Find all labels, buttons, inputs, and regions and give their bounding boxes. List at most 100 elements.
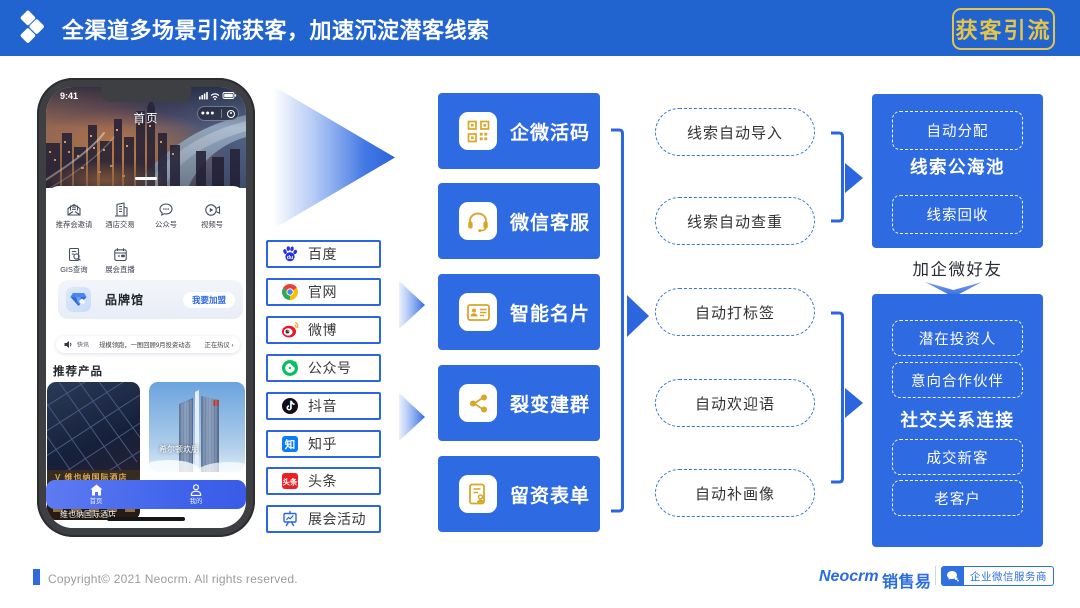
app-icon-row-1: 推荐会邀请 酒店交易 公众号 <box>51 200 241 230</box>
app-icon-row-2: GIS查询 展会直播 <box>51 245 241 275</box>
channel-wechat-oa[interactable]: 公众号 <box>266 354 381 382</box>
brand-hall-card[interactable]: 品牌馆 我要加盟 <box>58 280 243 319</box>
bracket-relations-arrow <box>845 388 863 418</box>
speaker-icon <box>64 341 72 348</box>
wecom-badge: 企业微信服务商 <box>941 566 1054 586</box>
app-icon-official-account[interactable]: 公众号 <box>143 200 189 230</box>
app-icon-video-channel[interactable]: 视频号 <box>189 200 235 230</box>
weibo-icon <box>281 321 299 339</box>
feature-qr-code[interactable]: 企微活码 <box>438 93 600 169</box>
chevron-arrow-2 <box>399 393 425 441</box>
home-indicator <box>107 517 185 521</box>
tab-profile[interactable]: 我的 <box>146 480 246 509</box>
product-photo-hilton[interactable]: 希尔顿欢朋 <box>149 382 245 472</box>
channel-toutiao[interactable]: 头条 头条 <box>266 467 381 495</box>
phone-notch <box>101 87 191 102</box>
photo-caption-hilton: 希尔顿欢朋 <box>159 445 199 454</box>
feature-fission-group[interactable]: 裂变建群 <box>438 365 600 441</box>
bracket-leads-arrow <box>845 163 863 193</box>
app-icon-expo-live[interactable]: 展会直播 <box>97 245 143 275</box>
relation-new-customer[interactable]: 成交新客 <box>892 439 1023 475</box>
svg-text:V 维也纳国际酒店: V 维也纳国际酒店 <box>55 472 128 482</box>
chevron-arrow-1 <box>399 281 425 329</box>
hero-city-image <box>46 87 246 188</box>
channel-website[interactable]: 官网 <box>266 278 381 306</box>
zhihu-icon: 知 <box>281 435 299 453</box>
douyin-icon <box>281 397 299 415</box>
lead-pool-panel: 自动分配 线索公海池 线索回收 <box>872 94 1043 248</box>
invitation-icon <box>66 200 82 217</box>
automation-lead-dedupe[interactable]: 线索自动查重 <box>655 197 815 245</box>
channel-expo[interactable]: 展会活动 <box>266 505 381 533</box>
close-target-icon[interactable] <box>227 109 236 118</box>
header-bar: 全渠道多场景引流获客，加速沉淀潜客线索 获客引流 <box>0 0 1080 56</box>
automation-lead-import[interactable]: 线索自动导入 <box>655 108 815 156</box>
calendar-live-icon <box>113 245 128 262</box>
chat-bubble-icon <box>158 200 174 217</box>
feature-lead-form[interactable]: 留资表单 <box>438 456 600 532</box>
app-icon-gis-search[interactable]: GIS查询 <box>51 245 97 275</box>
automation-auto-tag[interactable]: 自动打标签 <box>655 288 815 336</box>
relation-partner[interactable]: 意向合作伙伴 <box>892 362 1023 398</box>
id-card-icon <box>459 293 497 331</box>
app-icon-invitation[interactable]: 推荐会邀请 <box>51 200 97 230</box>
baidu-icon: du <box>281 245 299 263</box>
footer-divider <box>935 566 936 585</box>
miniapp-capsule[interactable]: ●●● <box>197 106 239 121</box>
automation-profile-enrich[interactable]: 自动补画像 <box>655 469 815 517</box>
capsule-divider <box>220 109 222 118</box>
connect-label: 加企微好友 <box>912 261 1003 279</box>
status-time: 9:41 <box>60 91 79 101</box>
wecom-badge-text: 企业微信服务商 <box>964 566 1054 586</box>
page-title: 全渠道多场景引流获客，加速沉淀潜客线索 <box>62 17 490 43</box>
document-search-icon <box>67 245 82 262</box>
big-arrow <box>275 87 395 228</box>
qr-code-icon <box>459 112 497 150</box>
channel-douyin[interactable]: 抖音 <box>266 392 381 420</box>
ticker-tag: 快讯 <box>77 341 89 348</box>
phone-mockup: 9:41 <box>37 78 255 537</box>
lead-pool-recycle[interactable]: 线索回收 <box>892 195 1023 234</box>
footer-accent-mark <box>33 569 40 585</box>
hotel-building-icon <box>113 200 128 217</box>
wechat-official-icon <box>281 359 299 377</box>
relations-panel: 潜在投资人 意向合作伙伴 社交关系连接 成交新客 老客户 <box>872 294 1043 547</box>
relation-potential-investor[interactable]: 潜在投资人 <box>892 320 1023 356</box>
svg-text:知: 知 <box>285 438 296 451</box>
footer-brand-en: Neocrm <box>819 568 879 585</box>
photo-caption-vienna: 维也纳国际酒店 <box>60 510 116 519</box>
phone-screen: 9:41 <box>46 87 246 528</box>
bracket-features-arrow <box>627 295 649 337</box>
news-ticker[interactable]: 快讯 规模领跑，一图回顾9月投资动态 正在热议 › <box>56 336 240 353</box>
lead-pool-auto-assign[interactable]: 自动分配 <box>892 111 1023 150</box>
channel-weibo[interactable]: 微博 <box>266 316 381 344</box>
form-icon <box>459 475 497 513</box>
app-icon-hotel-trade[interactable]: 酒店交易 <box>97 200 143 230</box>
toutiao-icon: 头条 <box>281 472 299 490</box>
chrome-icon <box>281 283 299 301</box>
ticker-more-link[interactable]: 正在热议 › <box>202 340 234 349</box>
section-title: 推荐产品 <box>53 366 103 378</box>
status-icons <box>199 92 237 100</box>
tab-home[interactable]: 首页 <box>46 480 146 509</box>
automation-welcome-msg[interactable]: 自动欢迎语 <box>655 379 815 427</box>
relation-old-customer[interactable]: 老客户 <box>892 480 1023 516</box>
channel-zhihu[interactable]: 知 知乎 <box>266 430 381 458</box>
feature-wechat-service[interactable]: 微信客服 <box>438 183 600 259</box>
video-camera-icon <box>204 200 221 217</box>
wecom-chat-icon <box>941 566 964 586</box>
headset-icon <box>459 202 497 240</box>
user-icon <box>190 483 202 496</box>
bracket-relations <box>831 311 844 484</box>
channel-baidu[interactable]: du 百度 <box>266 240 381 268</box>
home-icon <box>90 484 102 495</box>
more-icon[interactable]: ●●● <box>200 110 215 117</box>
sheet-handle <box>135 177 157 180</box>
join-button[interactable]: 我要加盟 <box>183 291 235 308</box>
lead-pool-title: 线索公海池 <box>910 157 1005 177</box>
feature-smart-card[interactable]: 智能名片 <box>438 274 600 350</box>
copyright-text: Copyright© 2021 Neocrm. All rights reser… <box>48 572 298 586</box>
bracket-features <box>611 128 624 513</box>
header-badge: 获客引流 <box>952 8 1055 50</box>
